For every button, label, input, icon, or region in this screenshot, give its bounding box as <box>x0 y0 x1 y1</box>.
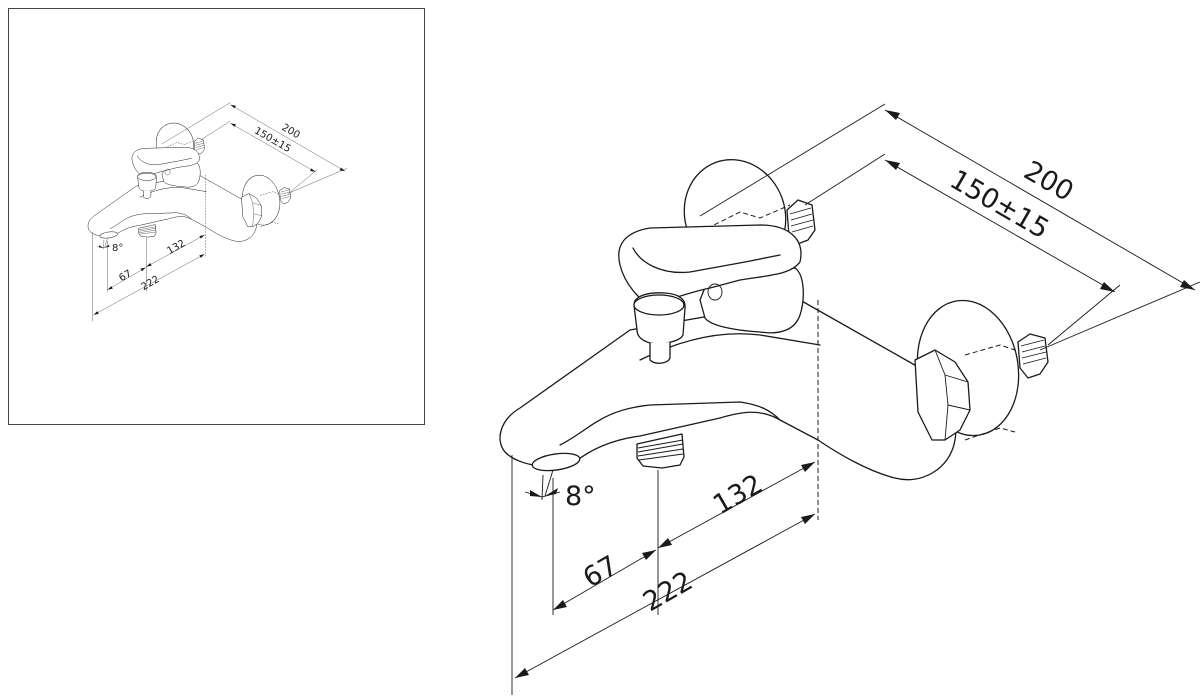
dimension-label-angle: 8° <box>565 481 596 512</box>
thumbnail-frame <box>8 8 425 425</box>
dimension-label-222: 222 <box>638 565 698 618</box>
spout-outlet <box>531 452 581 472</box>
diverter-knob <box>633 292 686 364</box>
dimension-angle: 8° <box>524 469 596 512</box>
dimension-222: 222 <box>511 455 816 695</box>
main-view: 200 150±15 132 67 222 8° <box>499 103 1200 695</box>
dimension-label-67: 67 <box>578 550 623 594</box>
faucet-body <box>499 299 957 481</box>
connector-nut <box>914 349 971 441</box>
dimension-label-132: 132 <box>708 468 768 521</box>
front-thread <box>1017 333 1049 379</box>
thumbnail-view <box>87 102 348 322</box>
dimension-label-200: 200 <box>1019 155 1079 208</box>
outlet-thread <box>636 433 685 469</box>
